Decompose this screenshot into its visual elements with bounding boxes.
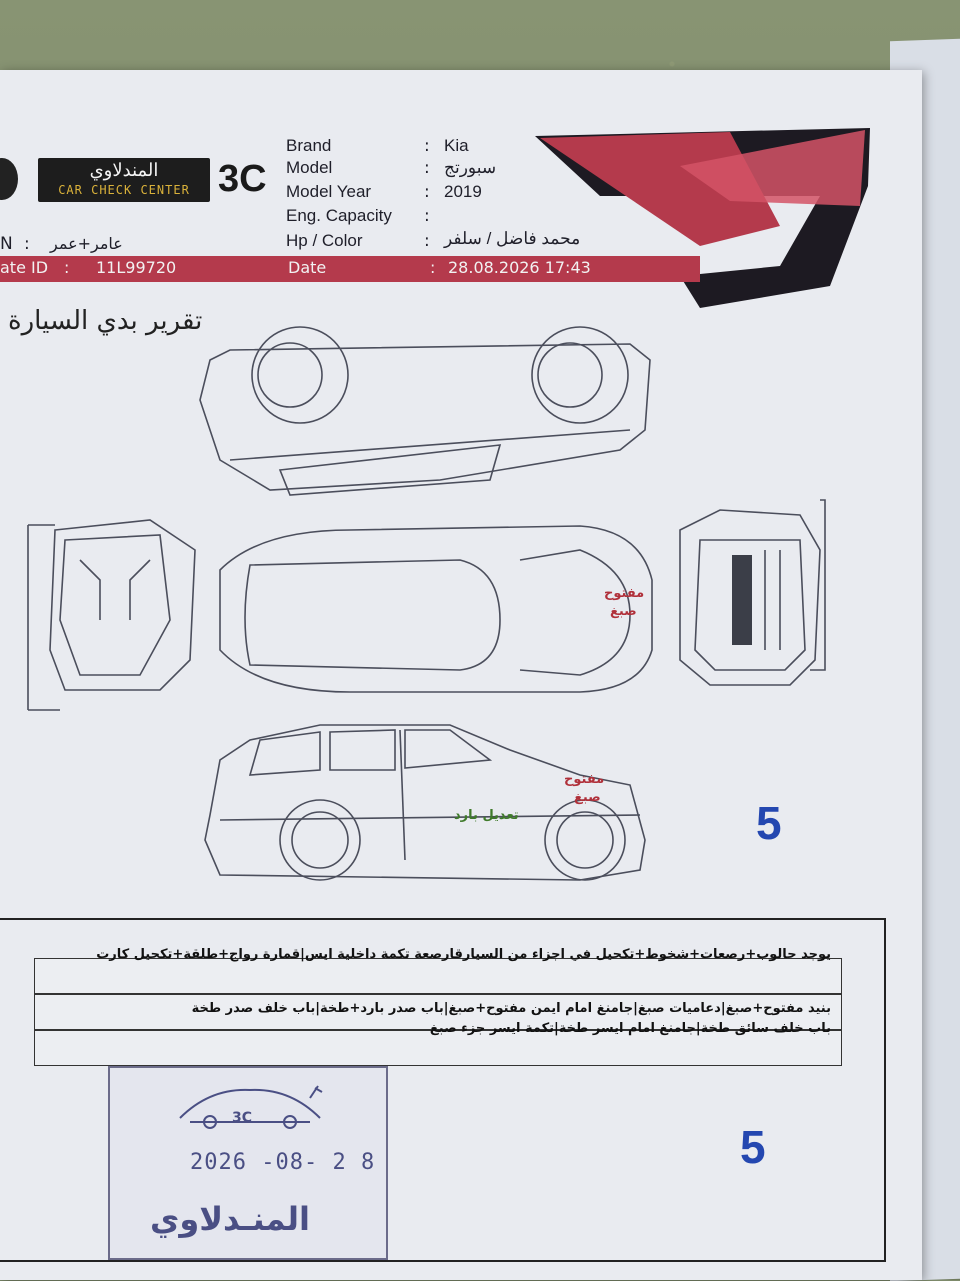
findings-panel: [0, 918, 886, 1262]
logo-badge: المندلاوي CAR CHECK CENTER: [38, 158, 210, 202]
hp-color-value: محمد فاضل / سلفر: [444, 229, 581, 248]
model-colon: :: [424, 158, 430, 178]
brand-value: Kia: [444, 136, 469, 155]
engine-capacity-colon: :: [424, 206, 430, 226]
model-year-value: 2019: [444, 182, 482, 201]
logo-emblem-icon: [0, 158, 18, 200]
plate-id-colon: :: [64, 258, 70, 277]
upper-blue-digit: 5: [756, 797, 782, 849]
finding-row-2: بنيد مفتوح+صبغ|دعاميات صبغ|جامنغ امام اي…: [34, 994, 842, 1030]
note-cold-repair: تعديل بارد: [454, 808, 519, 823]
date-colon: :: [430, 258, 436, 277]
logo-english-text: CAR CHECK CENTER: [58, 183, 190, 197]
brand-colon: :: [424, 136, 430, 156]
model-value: سبورتج: [444, 158, 497, 177]
lower-blue-digit: 5: [740, 1121, 766, 1173]
center-stamp: 3C 2026 -08- 2 8 المنـدلاوي: [108, 1066, 388, 1260]
finding-row-3: باب خلف سائق طخة|جامنغ امام ايسر طخة|تكم…: [34, 1021, 842, 1066]
stamp-name: المنـدلاوي: [150, 1200, 310, 1238]
stamp-car-emblem-icon: [179, 1085, 323, 1129]
header-stripe: [0, 256, 700, 282]
model-label: Model: [286, 158, 333, 177]
date-value: 28.08.2026 17:43: [448, 258, 591, 277]
plate-id-label: ate ID: [0, 258, 49, 277]
finding-row-1: يوجد حالوب+رصعات+شخوط+تكحيل في اجزاء من …: [34, 947, 842, 994]
customer-value: عامر+عمر: [50, 234, 123, 253]
finding-text-1: يوجد حالوب+رصعات+شخوط+تكحيل في اجزاء من …: [96, 947, 831, 962]
note-hood-painted: صبغ: [610, 604, 637, 619]
customer-colon: :: [24, 234, 30, 254]
stamp-3c-mark: 3C: [232, 1110, 253, 1126]
model-year-label: Model Year: [286, 182, 372, 201]
header-chevron-graphic: [535, 128, 870, 308]
model-year-colon: :: [424, 182, 430, 202]
hp-color-colon: :: [424, 231, 430, 251]
logo-3c-mark: 3C: [218, 158, 267, 200]
date-label: Date: [288, 258, 327, 277]
hp-color-label: Hp / Color: [286, 231, 363, 250]
plate-id-value: 11L99720: [96, 258, 177, 277]
logo-arabic-text: المندلاوي: [89, 160, 159, 181]
brand-label: Brand: [286, 136, 332, 155]
note-side-painted: صبغ: [574, 790, 601, 805]
note-side-opened: مفتوح: [564, 772, 605, 787]
finding-text-2: بنيد مفتوح+صبغ|دعاميات صبغ|جامنغ امام اي…: [191, 1001, 831, 1016]
customer-prefix: N: [0, 234, 13, 254]
note-hood-opened: مفتوح: [604, 586, 645, 601]
report-title: تقرير بدي السيارة: [8, 306, 203, 336]
stamp-date: 2026 -08- 2 8: [190, 1150, 376, 1175]
engine-capacity-label: Eng. Capacity: [286, 206, 392, 225]
car-body-diagram: [27, 326, 826, 881]
finding-text-3: باب خلف سائق طخة|جامنغ امام ايسر طخة|تكم…: [429, 1021, 831, 1036]
